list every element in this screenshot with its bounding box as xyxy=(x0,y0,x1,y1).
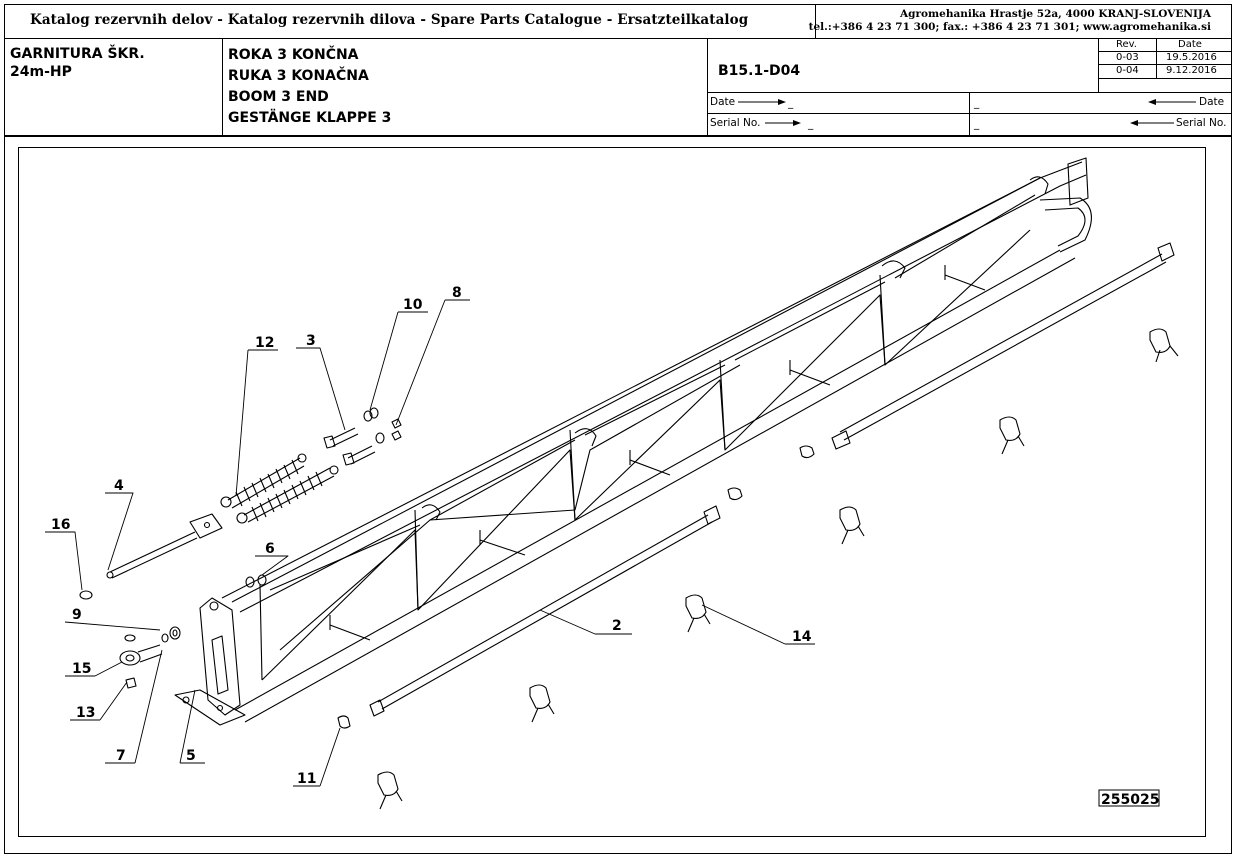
part-names: ROKA 3 KONČNA RUKA 3 KONAČNA BOOM 3 END … xyxy=(228,45,391,129)
label-part-2: 2 xyxy=(612,618,622,634)
hinge-bracket xyxy=(174,597,246,726)
date-header: Date xyxy=(1178,39,1202,50)
drawing-frame xyxy=(18,147,1206,837)
boom-frame xyxy=(221,157,1092,723)
rev-row2-rev: 0-04 xyxy=(1116,65,1139,76)
part-name-hr: RUKA 3 KONAČNA xyxy=(228,68,369,84)
pipe-upper xyxy=(831,242,1175,450)
rev-header: Rev. xyxy=(1116,39,1137,50)
company-info: Agromehanika Hrastje 52a, 4000 KRANJ-SLO… xyxy=(809,8,1211,34)
arrow-right-icon xyxy=(738,99,786,105)
company-contact: tel.:+386 4 23 71 300; fax.: +386 4 23 7… xyxy=(808,21,1211,33)
drawing-code: B15.1-D04 xyxy=(718,63,801,79)
washer-nut-parts xyxy=(245,407,402,588)
date-value-right: _ xyxy=(974,97,980,109)
label-part-15: 15 xyxy=(72,661,91,677)
label-part-12: 12 xyxy=(255,335,274,351)
rev-row2-date: 9.12.2016 xyxy=(1166,65,1217,76)
model-line2: 24m-HP xyxy=(10,64,72,80)
rev-row1-rev: 0-03 xyxy=(1116,52,1139,63)
small-parts-left xyxy=(79,590,181,689)
serial-label-left: Serial No. xyxy=(710,117,761,129)
rev-row1-date: 19.5.2016 xyxy=(1166,52,1217,63)
label-part-10: 10 xyxy=(403,297,423,313)
date-label-right: Date xyxy=(1199,96,1225,108)
company-divider xyxy=(815,4,816,38)
part-number-labels: 2 3 4 5 6 7 8 9 10 11 12 13 14 15 16 xyxy=(51,285,812,787)
part-name-sl: ROKA 3 KONČNA xyxy=(228,47,359,63)
label-part-16: 16 xyxy=(51,517,70,533)
model-name: GARNITURA ŠKR. 24m-HP xyxy=(10,45,145,81)
date-label-left: Date xyxy=(710,96,736,108)
arrow-right-icon xyxy=(765,120,801,126)
revision-table: Rev. Date 0-03 19.5.2016 0-04 9.12.2016 xyxy=(1098,38,1232,92)
date-value-left: _ xyxy=(788,97,794,109)
names-divider xyxy=(707,38,708,136)
mid-divider xyxy=(969,92,970,136)
label-part-14: 14 xyxy=(792,629,812,645)
part-name-de: GESTÄNGE KLAPPE 3 xyxy=(228,110,392,126)
serial-value-right: _ xyxy=(974,118,980,130)
leader-lines xyxy=(45,299,815,787)
rod-part-4 xyxy=(106,513,223,579)
label-part-6: 6 xyxy=(265,541,275,557)
label-part-9: 9 xyxy=(72,607,82,623)
nozzle-part-14 xyxy=(337,328,1179,810)
label-part-7: 7 xyxy=(116,748,126,764)
spring-part-12 xyxy=(220,453,339,524)
pipe-part-2 xyxy=(369,505,721,717)
label-part-13: 13 xyxy=(76,705,95,721)
title-row-divider xyxy=(4,38,1232,39)
catalog-title: Katalog rezervnih delov - Katalog rezerv… xyxy=(30,12,749,28)
drawing-id-box xyxy=(1098,789,1160,807)
label-part-11: 11 xyxy=(297,771,316,787)
label-part-3: 3 xyxy=(306,333,316,349)
arrow-left-icon xyxy=(1130,120,1174,126)
model-divider xyxy=(222,38,223,136)
title-block xyxy=(4,4,1232,136)
label-part-4: 4 xyxy=(114,478,124,494)
model-line1: GARNITURA ŠKR. xyxy=(10,46,145,62)
bolt-part-3 xyxy=(323,427,376,466)
drawing-id: 255025 xyxy=(1101,792,1159,808)
drawing-sheet xyxy=(4,136,1232,854)
serial-value-left: _ xyxy=(808,118,814,130)
arrow-left-icon xyxy=(1148,99,1196,105)
label-part-8: 8 xyxy=(452,285,462,301)
serial-label-right: Serial No. xyxy=(1176,117,1227,129)
company-address: Agromehanika Hrastje 52a, 4000 KRANJ-SLO… xyxy=(900,8,1211,20)
part-name-en: BOOM 3 END xyxy=(228,89,329,105)
label-part-5: 5 xyxy=(186,748,196,764)
